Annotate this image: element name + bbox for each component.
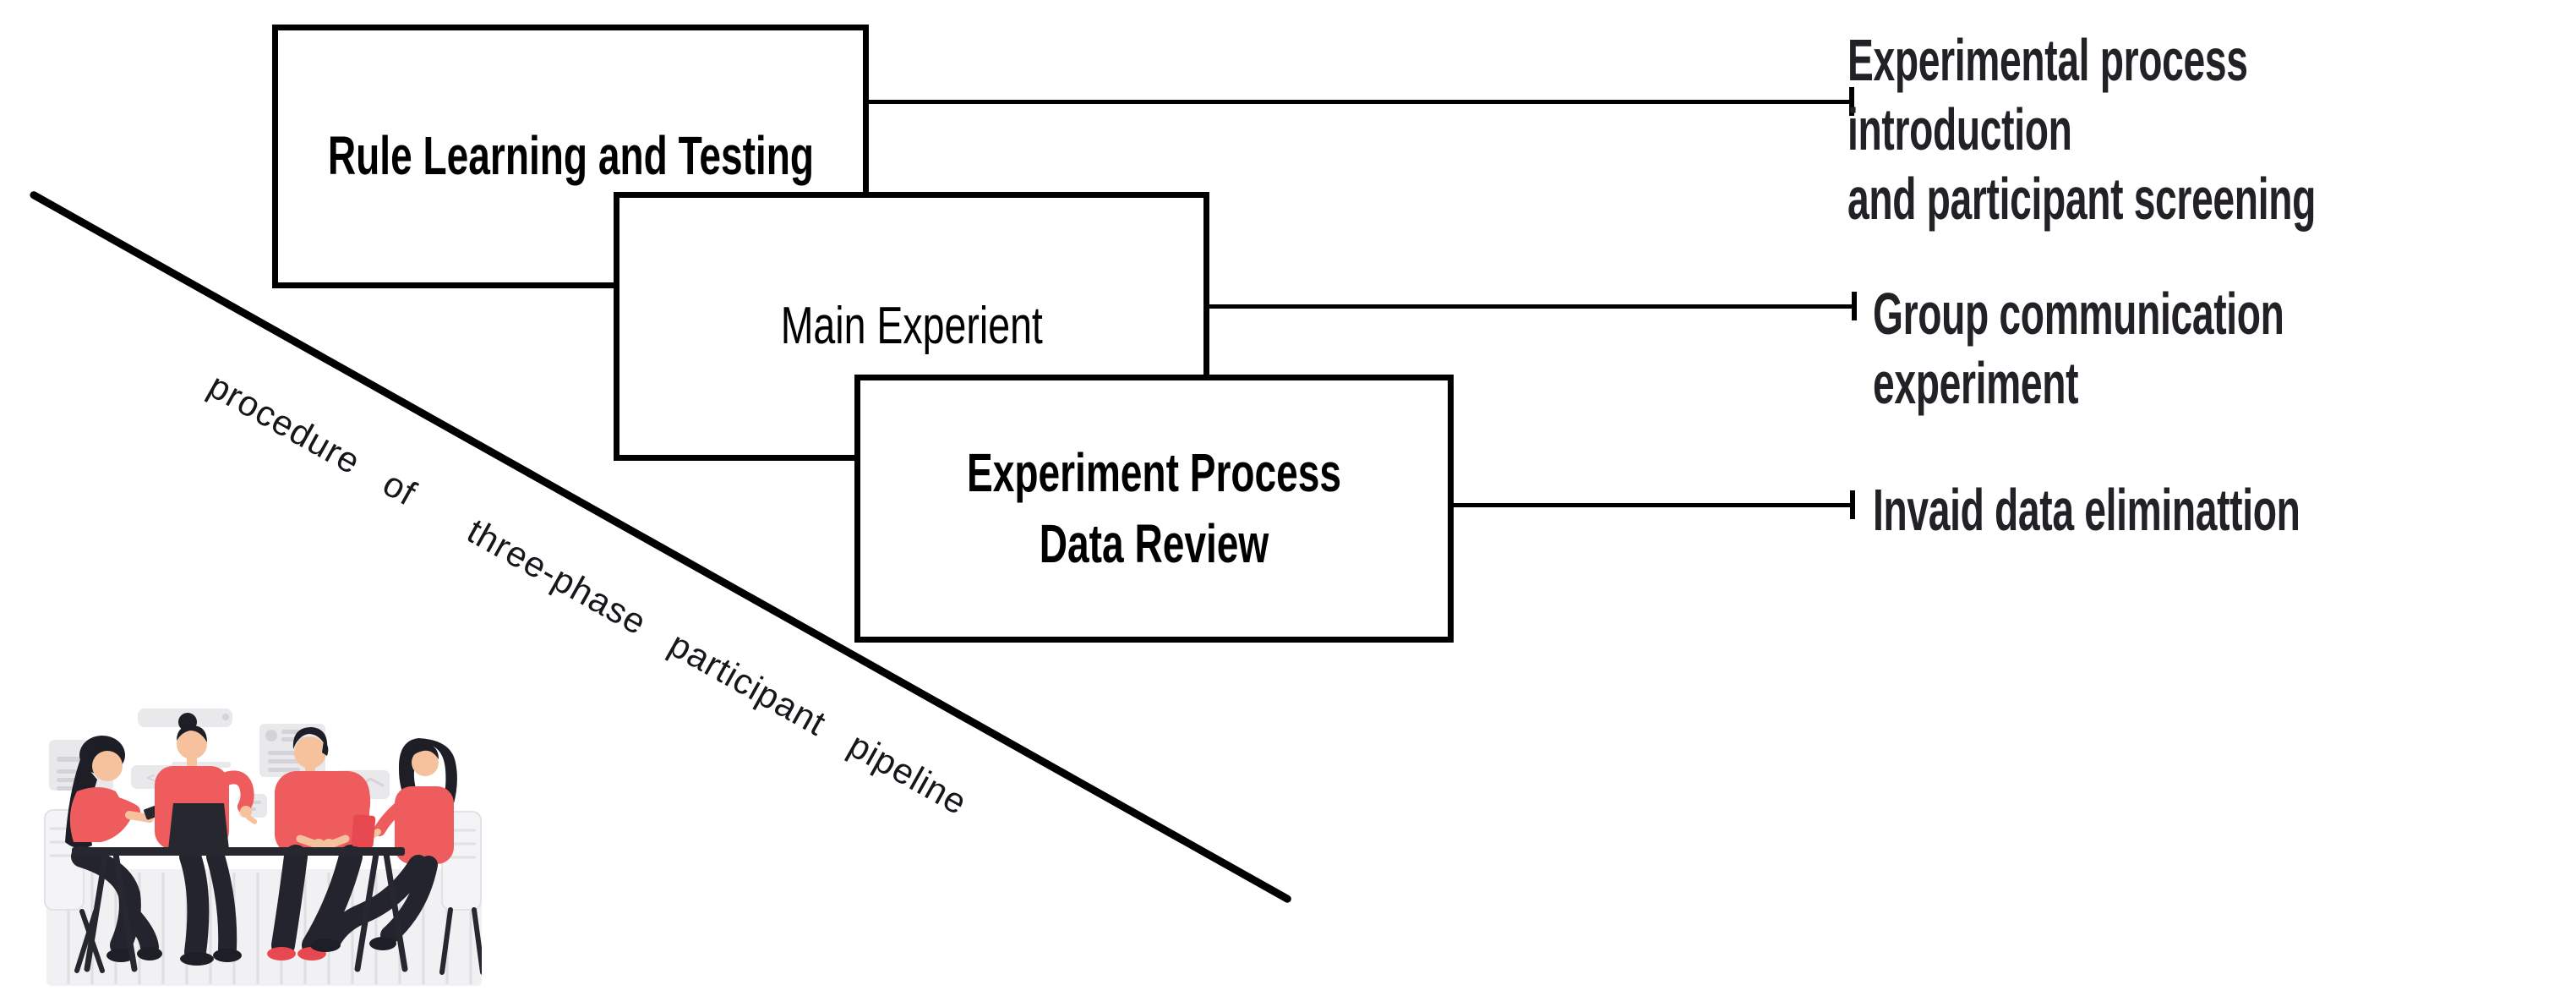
phase-box-label: Main Experient [780,296,1043,355]
laptop-icon [168,803,229,850]
phase-box-data-review: Experiment Process Data Review [854,375,1454,643]
annotation-screening: Experimental process introduction and pa… [1847,27,2316,232]
annotation-group-communication: Group communication experiment [1873,281,2284,416]
annotation-invalid-data: Invaid data eliminattion [1873,477,2300,543]
cup-icon [351,814,376,848]
person-woman-laptop [155,713,258,966]
phase-box-label: Experiment Process Data Review [966,442,1342,574]
red-shoe-icon [267,947,296,960]
connector-line-3 [1440,490,1855,519]
connector-line-2 [1196,292,1857,320]
phase-box-label: Rule Learning and Testing [327,125,814,187]
table [72,847,408,972]
phase-box-rule-learning: Rule Learning and Testing [272,25,869,288]
person-woman-right [310,738,457,952]
connector-line-1 [855,87,1854,116]
team-meeting-illustration: </> [44,709,482,986]
